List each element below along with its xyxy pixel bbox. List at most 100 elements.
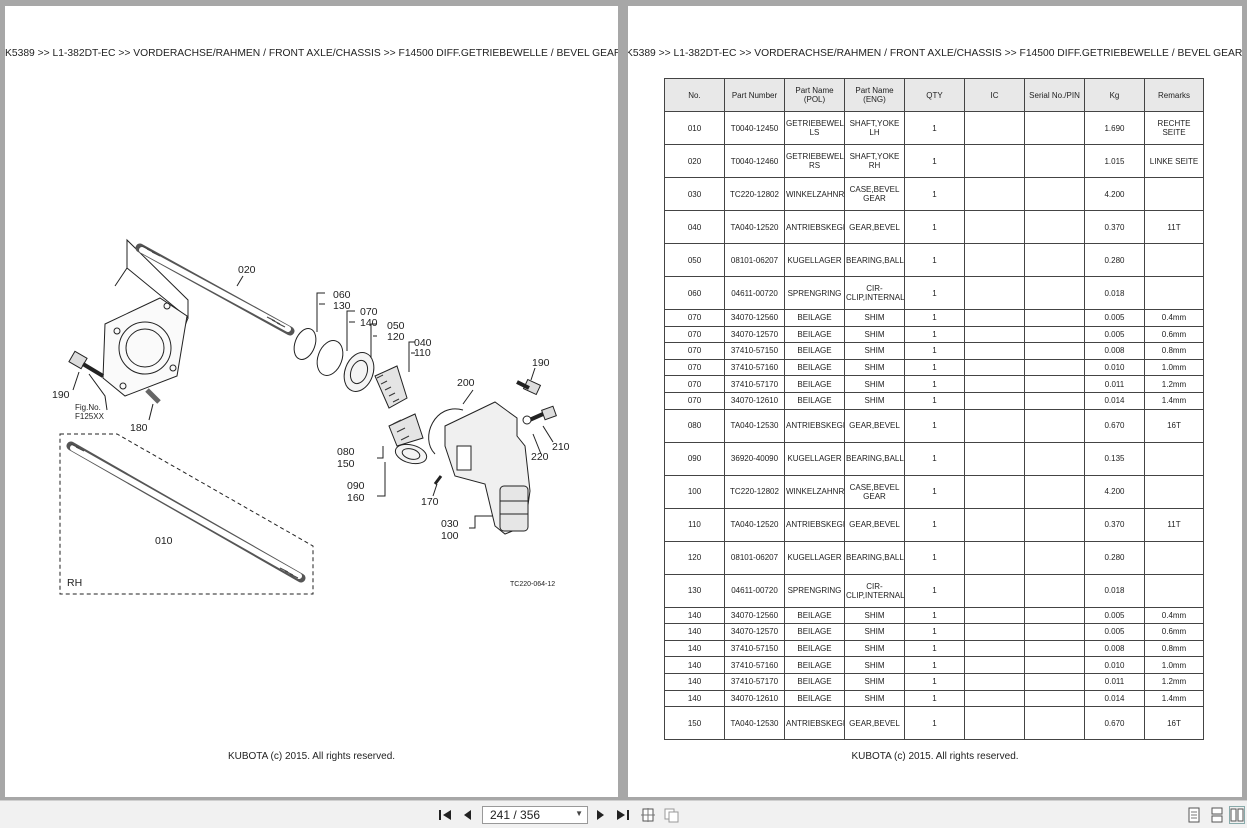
row-part-number: TA040-12520 <box>724 210 785 244</box>
row-qty: 1 <box>904 606 965 625</box>
row-qty: 1 <box>904 706 965 741</box>
header-part-name-eng: Part Name (ENG) <box>844 78 905 112</box>
label-120: 120 <box>387 331 405 343</box>
label-070: 070 <box>360 306 378 318</box>
two-page-icon[interactable] <box>1229 806 1245 824</box>
row-no: 140 <box>664 672 725 691</box>
label-030: 030 <box>441 518 459 530</box>
row-ic <box>964 144 1025 178</box>
row-part-name-eng: CASE,BEVEL GEAR <box>844 177 905 211</box>
row-kg: 0.005 <box>1084 309 1145 327</box>
label-210: 210 <box>552 441 570 453</box>
continuous-page-icon[interactable] <box>1209 806 1225 824</box>
first-page-icon[interactable] <box>436 806 454 824</box>
row-remarks: 1.0mm <box>1144 656 1204 674</box>
next-page-icon[interactable] <box>592 806 610 824</box>
row-part-number: 37410-57170 <box>724 672 785 691</box>
row-part-name-eng: GEAR,BEVEL <box>844 408 905 443</box>
row-ic <box>964 111 1025 145</box>
label-fig-ref: F125XX <box>75 412 105 421</box>
row-kg: 0.280 <box>1084 243 1145 277</box>
row-ic <box>964 325 1025 344</box>
row-no: 070 <box>664 325 725 344</box>
header-part-name-pol: Part Name (POL) <box>784 78 845 112</box>
row-remarks <box>1144 243 1204 277</box>
row-qty: 1 <box>904 573 965 608</box>
label-110: 110 <box>414 347 431 359</box>
row-part-name-eng: SHIM <box>844 309 905 327</box>
row-remarks: 1.4mm <box>1144 689 1204 708</box>
row-remarks: 11T <box>1144 210 1204 244</box>
row-ic <box>964 507 1025 542</box>
row-part-name-eng: GEAR,BEVEL <box>844 210 905 244</box>
row-qty: 1 <box>904 656 965 674</box>
table-header-row: No. Part Number Part Name (POL) Part Nam… <box>664 78 1204 112</box>
row-qty: 1 <box>904 441 965 476</box>
viewer-toolbar: 241 / 356 ▼ <box>0 800 1247 828</box>
row-serial <box>1024 375 1085 393</box>
row-kg: 0.005 <box>1084 606 1145 625</box>
row-qty: 1 <box>904 375 965 393</box>
row-remarks: 16T <box>1144 706 1204 741</box>
row-part-number: 04611-00720 <box>724 276 785 310</box>
row-ic <box>964 689 1025 708</box>
row-no: 070 <box>664 309 725 327</box>
row-part-number: 37410-57150 <box>724 639 785 658</box>
label-200: 200 <box>457 377 475 389</box>
parts-table: No. Part Number Part Name (POL) Part Nam… <box>664 78 1204 741</box>
row-part-number: TC220-12802 <box>724 474 785 509</box>
prev-page-icon[interactable] <box>458 806 476 824</box>
row-ic <box>964 623 1025 641</box>
row-kg: 0.018 <box>1084 573 1145 608</box>
row-part-name-pol: KUGELLAGER <box>784 540 845 575</box>
label-190-left: 190 <box>52 389 70 401</box>
row-part-name-pol: BEILAGE <box>784 342 845 360</box>
row-qty: 1 <box>904 408 965 443</box>
row-kg: 0.280 <box>1084 540 1145 575</box>
row-qty: 1 <box>904 672 965 691</box>
row-remarks: 0.8mm <box>1144 342 1204 360</box>
single-page-icon[interactable] <box>1186 806 1202 824</box>
row-part-name-eng: SHIM <box>844 606 905 625</box>
row-kg: 0.011 <box>1084 672 1145 691</box>
row-ic <box>964 474 1025 509</box>
fit-width-icon[interactable] <box>662 806 680 824</box>
label-100: 100 <box>441 530 459 542</box>
breadcrumb: K5389 >> L1-382DT-EC >> VORDERACHSE/RAHM… <box>5 48 618 59</box>
row-ic <box>964 358 1025 377</box>
row-ic <box>964 391 1025 410</box>
row-kg: 0.005 <box>1084 325 1145 344</box>
row-part-number: TC220-12802 <box>724 177 785 211</box>
row-part-number: 37410-57170 <box>724 375 785 393</box>
last-page-icon[interactable] <box>614 806 632 824</box>
row-part-number: 36920-40090 <box>724 441 785 476</box>
left-page: K5389 >> L1-382DT-EC >> VORDERACHSE/RAHM… <box>5 6 618 797</box>
label-040: 040 <box>414 337 432 349</box>
label-080: 080 <box>337 446 355 458</box>
row-remarks <box>1144 177 1204 211</box>
fit-page-icon[interactable] <box>639 806 657 824</box>
copyright-footer: KUBOTA (c) 2015. All rights reserved. <box>851 751 1019 762</box>
flange-plate-drawing <box>102 297 188 397</box>
row-part-number: 34070-12570 <box>724 325 785 344</box>
header-qty: QTY <box>904 78 965 112</box>
row-part-number: 34070-12610 <box>724 391 785 410</box>
row-part-name-pol: ANTRIEBSKEGELRAD <box>784 210 845 244</box>
bearing-090-drawing <box>394 443 428 465</box>
row-qty: 1 <box>904 342 965 360</box>
label-150: 150 <box>337 458 355 470</box>
row-remarks <box>1144 540 1204 575</box>
row-no: 100 <box>664 474 725 509</box>
label-170: 170 <box>421 496 439 508</box>
shaft-010-drawing <box>66 441 306 583</box>
row-qty: 1 <box>904 540 965 575</box>
row-part-number: 37410-57150 <box>724 342 785 360</box>
page-number-input[interactable]: 241 / 356 ▼ <box>482 806 588 824</box>
row-no: 050 <box>664 243 725 277</box>
